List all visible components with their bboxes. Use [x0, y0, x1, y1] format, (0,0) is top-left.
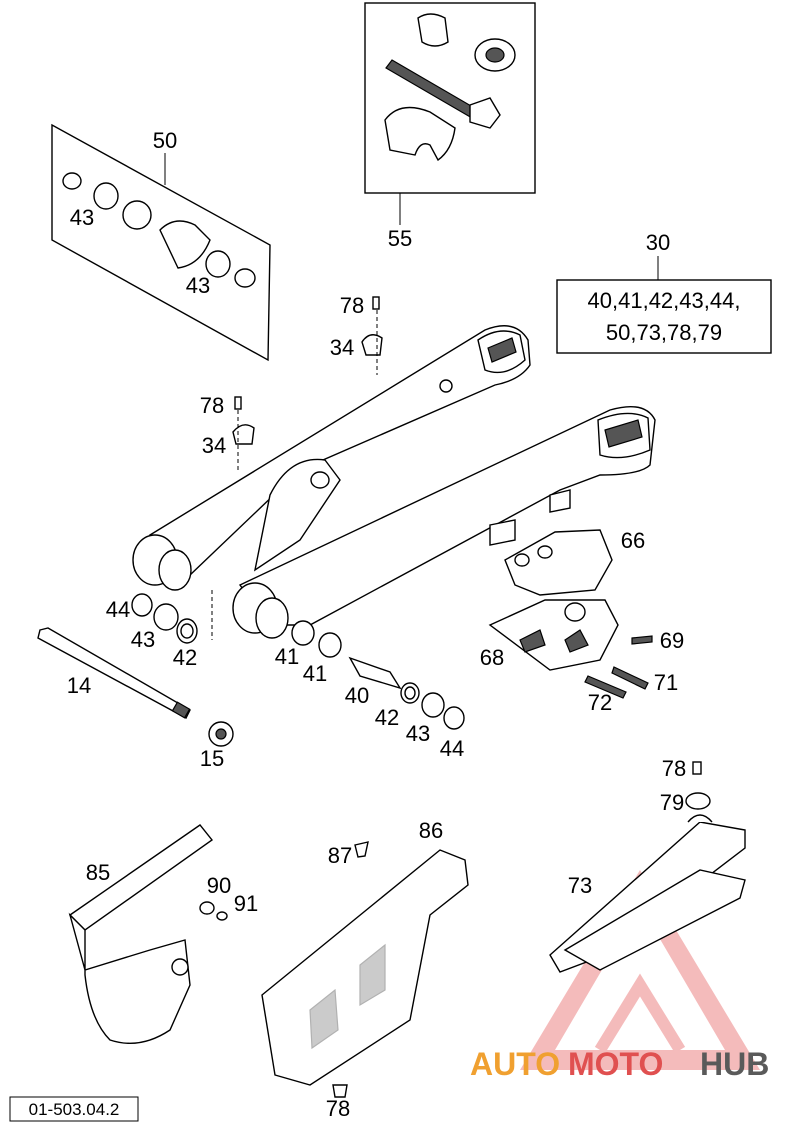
callout-34: 34	[202, 433, 226, 458]
callout-43: 43	[406, 721, 430, 746]
callout-79: 79	[660, 790, 684, 815]
callout-86: 86	[419, 818, 443, 843]
callout-90: 90	[207, 873, 231, 898]
callout-43: 43	[186, 273, 210, 298]
callout-14: 14	[67, 673, 91, 698]
chain-guide-clamps	[232, 296, 383, 470]
kit-55-panel	[364, 2, 536, 225]
pivot-axle	[37, 627, 234, 747]
callout-78: 78	[326, 1096, 350, 1121]
chain-guard-86	[261, 841, 469, 1098]
callout-40: 40	[345, 683, 369, 708]
chain-guard-85	[68, 824, 228, 1045]
callout-91: 91	[234, 891, 258, 916]
callout-43: 43	[70, 205, 94, 230]
pivot-hardware	[131, 590, 465, 730]
document-code-label: 01-503.04.2	[29, 1100, 120, 1119]
callout-87: 87	[328, 843, 352, 868]
watermark-text: AUTO MOTO HUB	[470, 1046, 769, 1082]
callout-30: 30	[646, 230, 670, 255]
watermark-moto: MOTO	[568, 1046, 663, 1082]
callout-42: 42	[173, 645, 197, 670]
callout-78: 78	[662, 756, 686, 781]
kit-30-line1: 40,41,42,43,44,	[588, 288, 741, 313]
callout-42: 42	[375, 705, 399, 730]
watermark-auto: AUTO	[470, 1046, 560, 1082]
kit-50-panel	[51, 123, 271, 362]
kit-30-box	[556, 279, 772, 354]
watermark-triangle	[520, 870, 760, 1070]
callout-labels: 50 43 43 55 30 40,41,42,43,44, 50,73,78,…	[67, 128, 741, 1121]
callout-41: 41	[303, 661, 327, 686]
callout-41: 41	[275, 644, 299, 669]
chain-guide-assembly	[488, 529, 653, 699]
callout-72: 72	[588, 690, 612, 715]
callout-66: 66	[621, 528, 645, 553]
callout-44: 44	[106, 597, 130, 622]
callout-78: 78	[200, 393, 224, 418]
callout-44: 44	[440, 736, 464, 761]
watermark-logo	[520, 870, 760, 1070]
callout-71: 71	[654, 670, 678, 695]
callout-34: 34	[330, 335, 354, 360]
callout-50: 50	[153, 128, 177, 153]
callout-73: 73	[568, 873, 592, 898]
callout-78: 78	[340, 293, 364, 318]
watermark-hub: HUB	[700, 1046, 769, 1082]
kit-30-group	[556, 256, 772, 354]
callout-68: 68	[480, 645, 504, 670]
callout-15: 15	[200, 746, 224, 771]
callout-85: 85	[86, 860, 110, 885]
chain-slider-73	[549, 761, 746, 973]
swingarm	[132, 325, 656, 639]
callout-69: 69	[660, 628, 684, 653]
watermark-triangle-inner	[594, 973, 686, 1054]
callout-43: 43	[131, 627, 155, 652]
document-code: 01-503.04.2	[9, 1096, 139, 1122]
callout-55: 55	[388, 226, 412, 251]
kit-30-line2: 50,73,78,79	[606, 320, 722, 345]
